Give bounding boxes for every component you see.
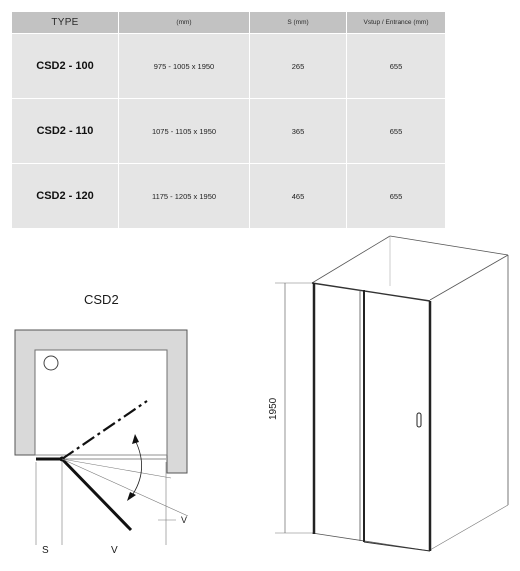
swing-arc xyxy=(130,439,142,498)
cell-type: CSD2 - 110 xyxy=(11,98,119,164)
door-handle-icon xyxy=(416,412,422,428)
plan-title: CSD2 xyxy=(84,292,119,307)
drain-icon xyxy=(43,355,59,371)
cell-dimensions: 1175 - 1205 x 1950 xyxy=(118,163,250,229)
cell-entrance: 655 xyxy=(346,33,446,99)
door-bottom xyxy=(363,541,431,552)
door-open-outward xyxy=(60,457,133,532)
height-label: 1950 xyxy=(268,397,279,420)
cell-dimensions: 1075 - 1105 x 1950 xyxy=(118,98,250,164)
spec-table: TYPE (mm) S (mm) Vstup / Entrance (mm) C… xyxy=(11,11,446,229)
arrow-up-icon xyxy=(132,434,139,444)
label-v: V xyxy=(111,545,118,556)
plan-wall xyxy=(14,329,188,474)
cell-s: 265 xyxy=(249,33,347,99)
plan-view: S V V xyxy=(14,329,189,556)
right-wall-bottom xyxy=(429,504,509,551)
cell-s: 465 xyxy=(249,163,347,229)
arrow-down-icon xyxy=(127,492,136,501)
table-row: CSD2 - 100 975 - 1005 x 1950 265 655 xyxy=(11,33,446,99)
header-dimensions: (mm) xyxy=(118,11,250,34)
right-wall-top xyxy=(429,254,509,301)
back-wall-top xyxy=(389,235,509,256)
cell-s: 365 xyxy=(249,98,347,164)
table-row: CSD2 - 120 1175 - 1205 x 1950 465 655 xyxy=(11,163,446,229)
label-v-small: V xyxy=(181,515,187,525)
cell-entrance: 655 xyxy=(346,163,446,229)
cell-type: CSD2 - 120 xyxy=(11,163,119,229)
header-type: TYPE xyxy=(11,11,119,34)
back-wall-top xyxy=(311,235,391,284)
swing-guide-line xyxy=(61,458,172,479)
cell-type: CSD2 - 100 xyxy=(11,33,119,99)
top-rail xyxy=(311,282,431,302)
cell-entrance: 655 xyxy=(346,98,446,164)
swing-guide-line xyxy=(61,458,189,517)
elevation-view: 1950 xyxy=(268,235,509,552)
shower-tray xyxy=(34,349,168,456)
door-swing-inward xyxy=(61,400,148,460)
table-row: CSD2 - 110 1075 - 1105 x 1950 365 655 xyxy=(11,98,446,164)
label-s: S xyxy=(42,545,49,556)
cell-dimensions: 975 - 1005 x 1950 xyxy=(118,33,250,99)
